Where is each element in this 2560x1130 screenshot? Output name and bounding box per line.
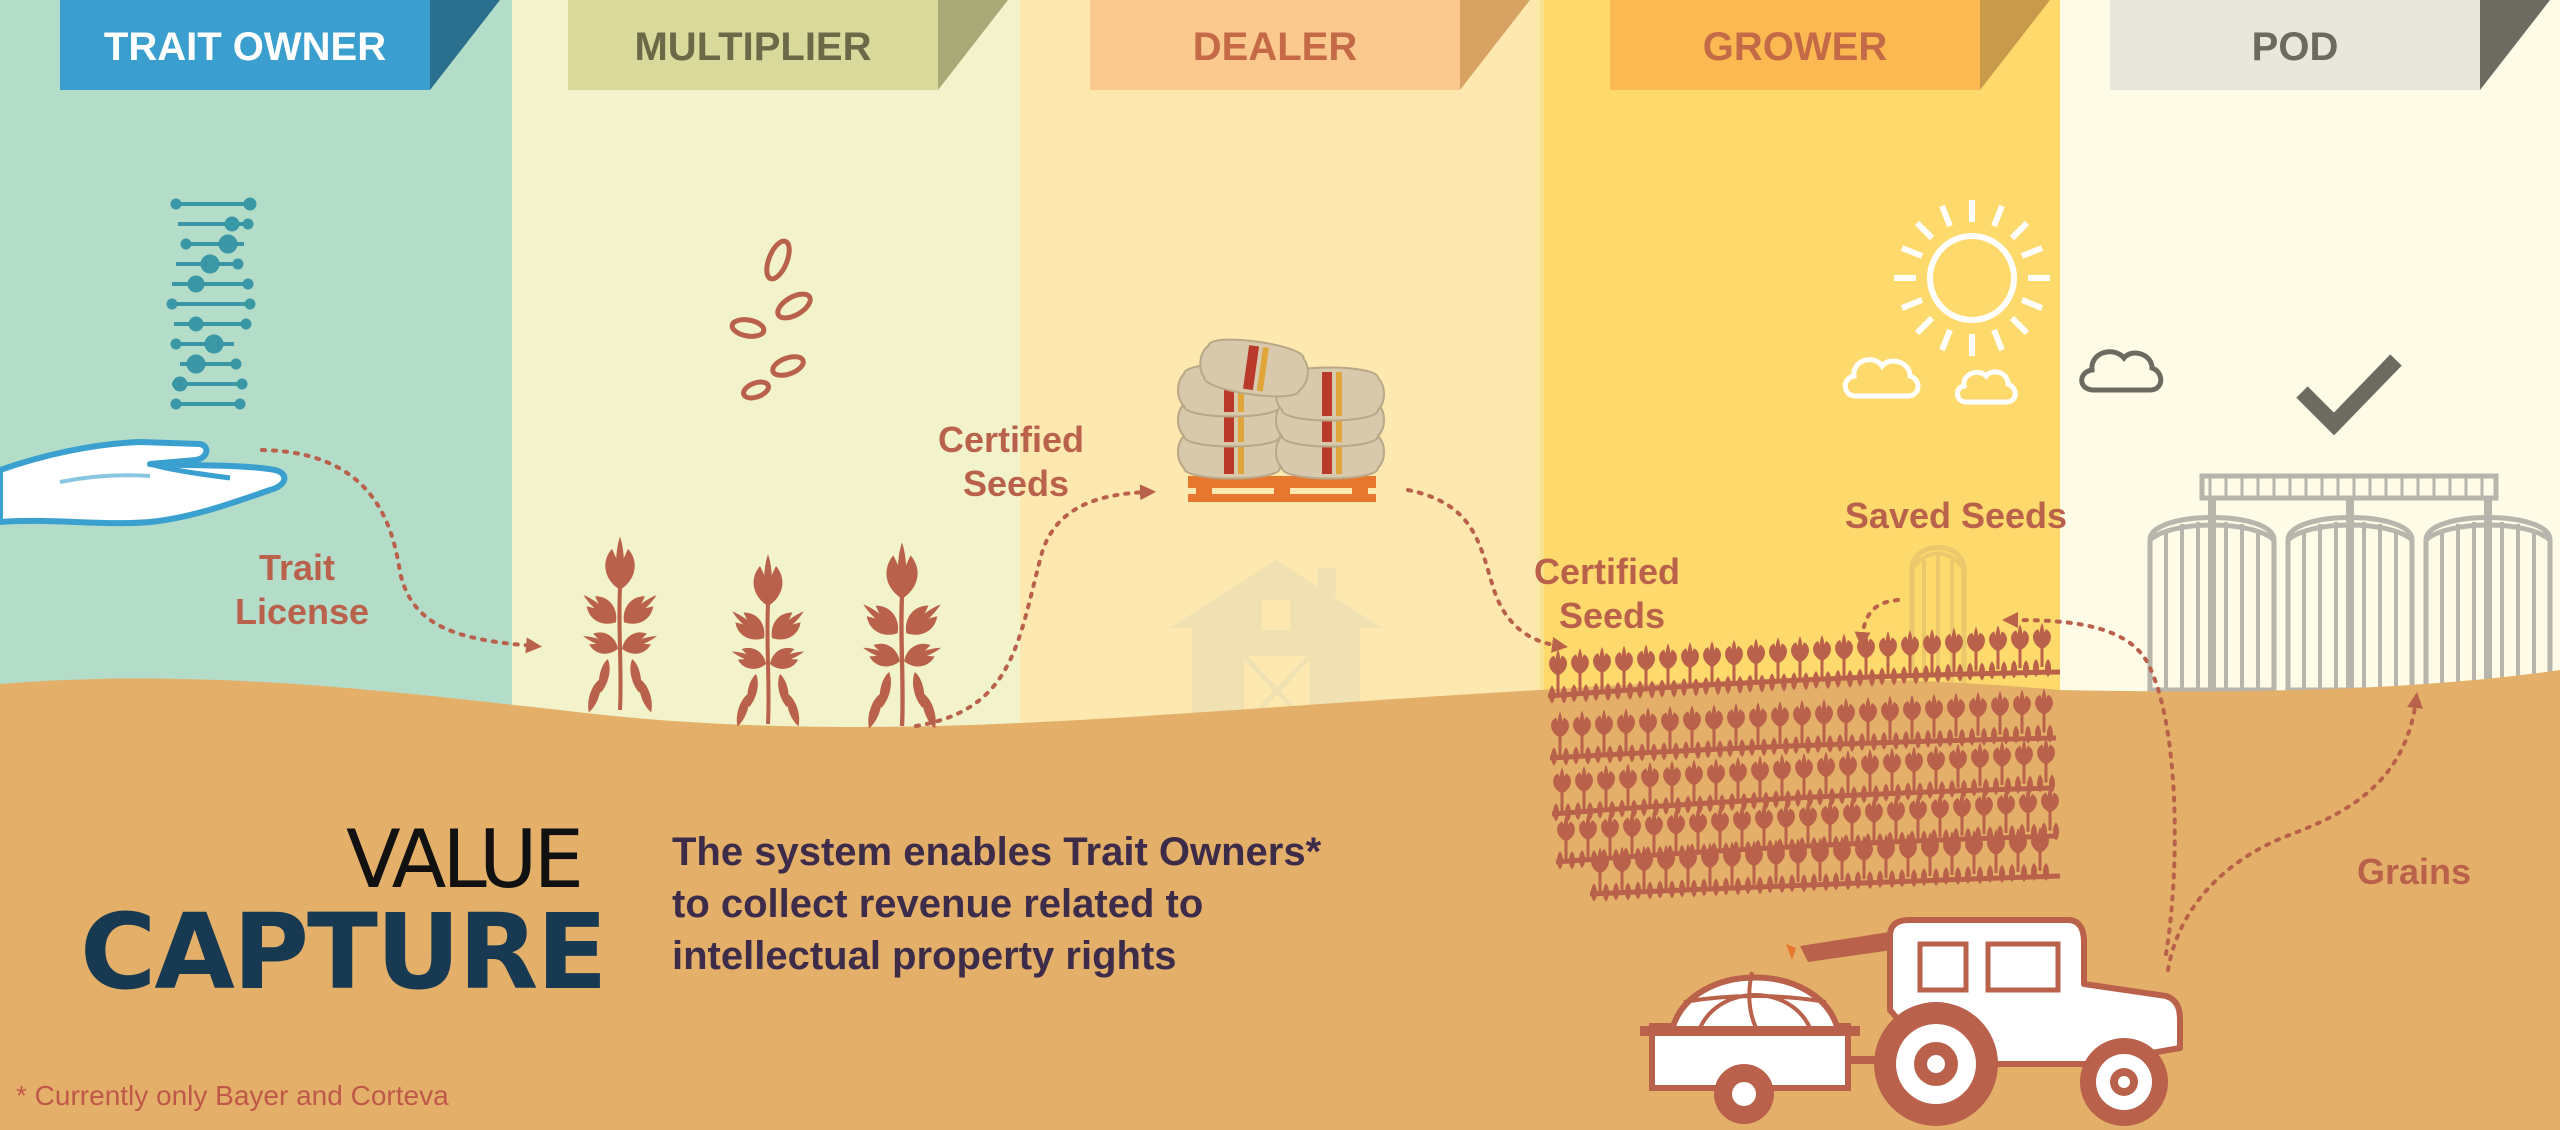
sun-icon: [1894, 200, 2050, 356]
arrow-trait-license: [260, 448, 542, 654]
tab-dealer: DEALER: [1090, 0, 1530, 90]
description-line: The system enables Trait Owners*: [672, 830, 1322, 874]
tab-grower: GROWER: [1610, 0, 2050, 90]
hand-icon: [0, 439, 288, 527]
dna-icon: [166, 197, 257, 410]
checkmark-icon: [2296, 354, 2402, 436]
footnote: * Currently only Bayer and Corteva: [16, 1080, 449, 1111]
flow-arrows: [260, 448, 2423, 972]
label-certified-seeds-2: Certified Seeds: [1534, 551, 1690, 636]
arrow-certified-seeds-1: [914, 484, 1156, 728]
stage-label: MULTIPLIER: [634, 25, 871, 69]
stage-label: GROWER: [1703, 25, 1888, 69]
soybean-field-icon: [1547, 621, 2061, 904]
value-capture-description: The system enables Trait Owners* to coll…: [672, 826, 1492, 982]
stage-label: DEALER: [1193, 25, 1358, 69]
description-line: to collect revenue related to: [672, 882, 1204, 926]
silo-icon: [2150, 473, 2550, 690]
arrow-saved-seeds: [2002, 612, 2177, 956]
tab-pod: POD: [2110, 0, 2550, 90]
value-capture-line1: VALUE: [345, 813, 584, 906]
stage-label: TRAIT OWNER: [104, 25, 386, 69]
cloud-icon: [1842, 349, 2164, 405]
tab-multiplier: MULTIPLIER: [568, 0, 1008, 90]
label-saved-seeds: Saved Seeds: [1845, 495, 2067, 536]
value-capture-line2: CAPTURE: [80, 891, 608, 1013]
label-certified-seeds-1: Certified Seeds: [938, 419, 1094, 504]
trailer-icon: [1640, 971, 1890, 1124]
description-line: intellectual property rights: [672, 934, 1177, 978]
seed-bags-icon: [1177, 333, 1385, 502]
tractor-icon: [1786, 917, 2183, 1126]
arrow-grains: [2166, 692, 2423, 972]
label-trait-license: Trait License: [235, 547, 369, 632]
label-grains: Grains: [2357, 851, 2471, 892]
arrow-certified-seeds-2: [1406, 488, 1568, 653]
tab-trait-owner: TRAIT OWNER: [60, 0, 500, 90]
arrow-saved-seeds-return: [1854, 598, 1900, 648]
seeds-icon: [729, 238, 813, 401]
stage-label: POD: [2252, 25, 2339, 69]
